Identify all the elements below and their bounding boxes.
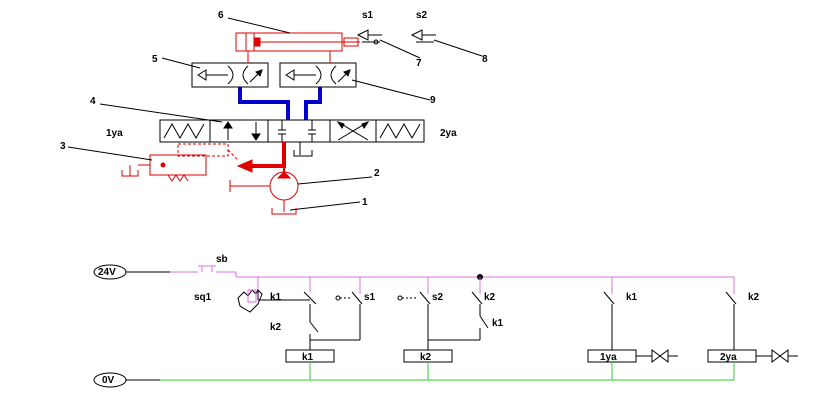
relief-valve xyxy=(121,143,239,182)
start-button-label: sb xyxy=(216,254,228,265)
coil-1ya-label: 1ya xyxy=(600,352,617,363)
coil-2ya-label: 2ya xyxy=(720,352,737,363)
branch-1ya xyxy=(587,277,678,380)
branch-2ya xyxy=(707,277,798,380)
callout-9: 9 xyxy=(430,95,436,106)
contact-k1-seal-label: k1 xyxy=(270,292,282,303)
callout-3: 3 xyxy=(60,141,66,152)
contact-s2-label: s2 xyxy=(432,292,444,303)
callout-8: 8 xyxy=(482,54,488,65)
pressure-lines xyxy=(238,87,322,120)
rail-0v xyxy=(93,372,734,388)
callout-7: 7 xyxy=(416,58,422,69)
hydraulic-circuit xyxy=(67,17,483,215)
callout-leaders xyxy=(67,17,483,211)
branch-k2 xyxy=(397,277,489,380)
hydraulic-labels: 6 5 4 3 2 1 7 8 9 1ya 2ya s1 s2 xyxy=(60,10,488,208)
callout-5: 5 xyxy=(152,54,158,65)
contact-k2-branch-label: k2 xyxy=(484,292,496,303)
electrical-labels: 24V 0V sb sq1 k1 k2 s1 s2 k2 k1 k1 k2 k1… xyxy=(98,254,760,386)
coil-k1-label: k1 xyxy=(302,352,314,363)
hydraulic-cylinder xyxy=(235,32,360,62)
handle-switch-label: sq1 xyxy=(194,292,212,303)
pressure-feed xyxy=(236,142,286,178)
contact-k2-out-label: k2 xyxy=(748,292,760,303)
hydraulic-pump xyxy=(229,171,299,215)
limit-switch-s1-label: s1 xyxy=(362,10,374,21)
throttle-check-valve-9 xyxy=(279,62,357,88)
callout-2: 2 xyxy=(374,168,380,179)
branch-k1 xyxy=(237,277,363,380)
limit-switch-s2-label: s2 xyxy=(416,10,428,21)
contact-k1-out-label: k1 xyxy=(626,292,638,303)
callout-4: 4 xyxy=(90,96,96,107)
valve-coil-1ya-label: 1ya xyxy=(106,128,123,139)
directional-valve xyxy=(159,119,425,157)
valve-coil-2ya-label: 2ya xyxy=(440,128,457,139)
limit-switch-s1 xyxy=(356,29,382,45)
rail-0v-label: 0V xyxy=(102,375,115,386)
electrical-circuit xyxy=(93,264,798,388)
contact-s1-label: s1 xyxy=(364,292,376,303)
throttle-check-valve-5 xyxy=(191,62,269,88)
limit-switch-s2 xyxy=(410,29,436,43)
coil-k2-label: k2 xyxy=(420,352,432,363)
rail-24v-label: 24V xyxy=(98,267,116,278)
callout-1: 1 xyxy=(362,197,368,208)
contact-k2-interlock-label: k2 xyxy=(270,322,282,333)
rail-24v xyxy=(93,264,734,280)
callout-6: 6 xyxy=(218,10,224,21)
contact-k1-interlock-label: k1 xyxy=(492,318,504,329)
